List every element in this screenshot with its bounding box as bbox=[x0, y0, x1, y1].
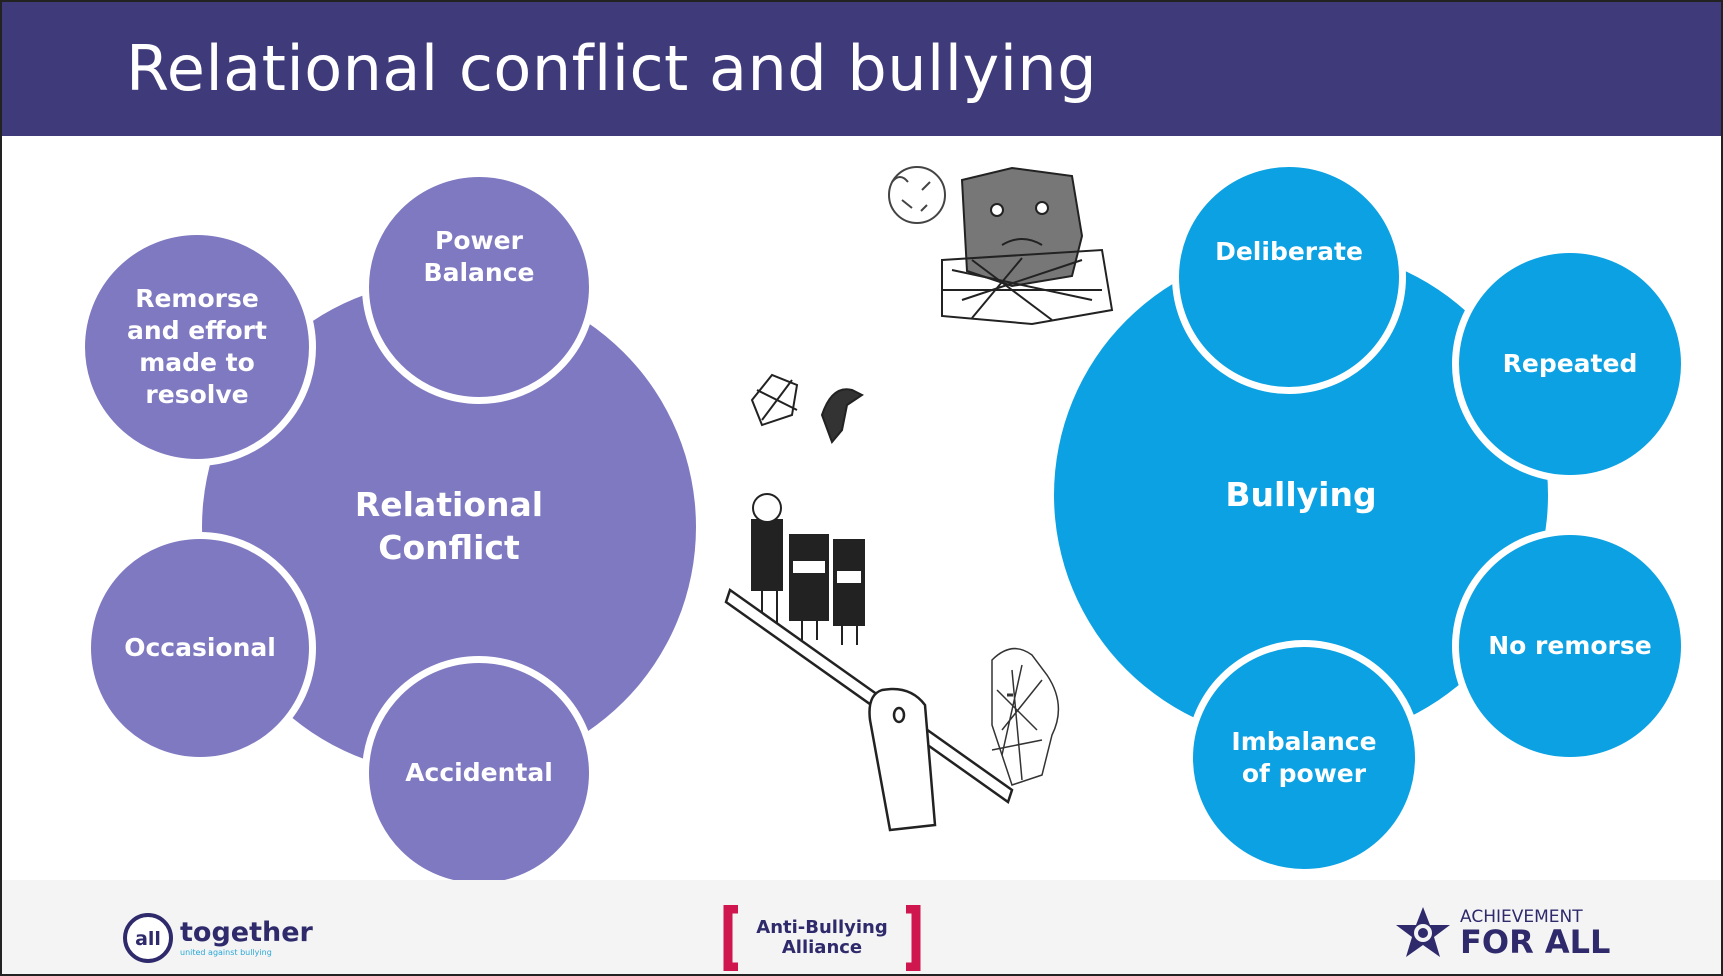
title-bar: Relational conflict and bullying bbox=[2, 0, 1721, 136]
remorse-circle: Remorse and effort made to resolve bbox=[78, 228, 316, 466]
imbalance-circle: Imbalance of power bbox=[1186, 640, 1422, 876]
achievement-star-icon bbox=[1396, 907, 1450, 957]
all-together-logo: all together united against bullying bbox=[122, 912, 313, 964]
achievement-line1: ACHIEVEMENT bbox=[1460, 906, 1583, 927]
power-balance-circle: Power Balance bbox=[362, 170, 596, 404]
small-figures-drawing bbox=[750, 373, 864, 444]
angry-face-drawing bbox=[941, 166, 1114, 326]
anti-bullying-line2: Alliance bbox=[781, 937, 863, 958]
accidental-circle: Accidental bbox=[362, 656, 596, 890]
no-remorse-circle: No remorse bbox=[1452, 528, 1688, 764]
all-together-tagline: united against bullying bbox=[180, 948, 272, 957]
group-figures-drawing bbox=[751, 493, 865, 645]
anti-bullying-alliance-logo: Anti-Bullying Alliance bbox=[722, 904, 922, 974]
occasional-circle: Occasional bbox=[84, 532, 316, 764]
anti-bullying-bracket-icon bbox=[723, 904, 921, 972]
anti-bullying-line1: Anti-Bullying bbox=[756, 917, 888, 938]
all-together-badge-icon: all bbox=[123, 913, 173, 963]
achievement-for-all-logo: ACHIEVEMENT FOR ALL bbox=[1392, 905, 1610, 961]
scribble-figure-drawing bbox=[991, 647, 1060, 786]
repeated-circle: Repeated bbox=[1452, 246, 1688, 482]
deliberate-circle: Deliberate bbox=[1172, 160, 1406, 394]
speech-bubble-icon bbox=[888, 166, 946, 224]
all-word: all bbox=[135, 928, 161, 950]
sketch-illustration bbox=[724, 166, 1114, 832]
achievement-line2: FOR ALL bbox=[1460, 922, 1611, 961]
seesaw-drawing bbox=[724, 588, 1014, 832]
slide-title: Relational conflict and bullying bbox=[126, 32, 1098, 105]
all-together-name: together bbox=[180, 917, 313, 948]
